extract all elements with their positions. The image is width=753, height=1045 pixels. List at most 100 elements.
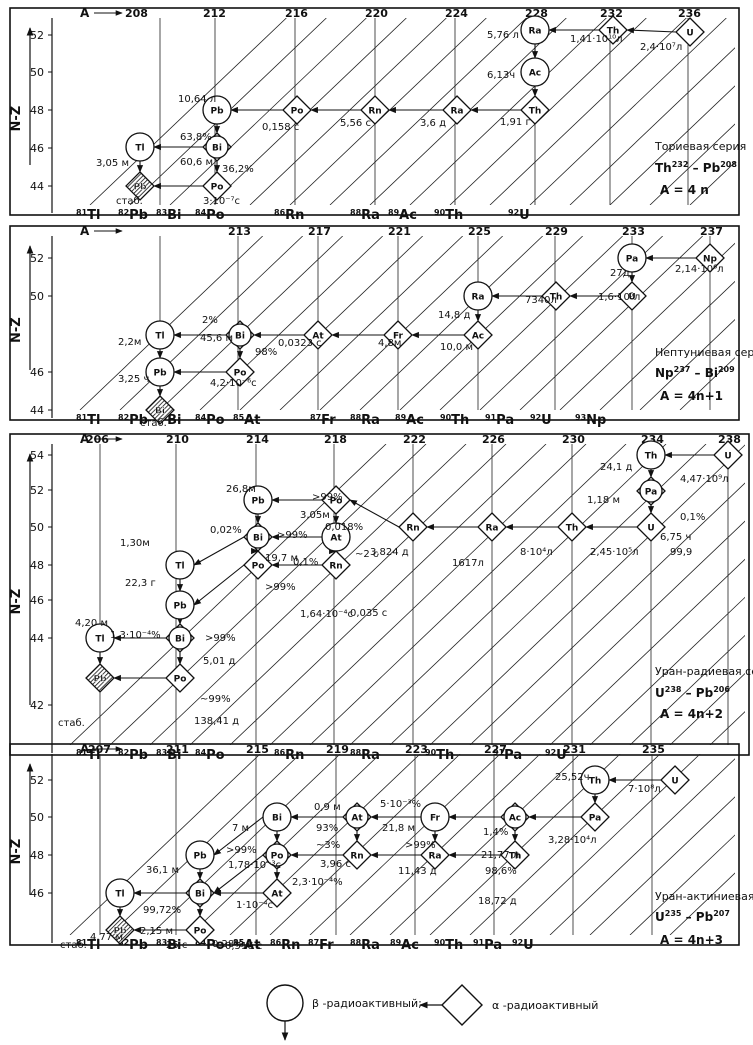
decay-label: 0,1%: [293, 557, 318, 568]
nz-tick-label: 44: [30, 180, 44, 193]
decay-label: 21,8 м: [382, 823, 415, 834]
nuclide-po-alpha: Po: [243, 550, 273, 580]
element-diagonal: [439, 236, 623, 410]
decay-label: 6,13ч: [487, 70, 515, 81]
decay-label: 25,52ч: [555, 772, 590, 783]
legend: β -радиоактивный;α -радиоактивный: [266, 984, 598, 1041]
a-tick-label: 214: [246, 433, 269, 446]
element-diagonal: [149, 754, 341, 935]
a-tick-label: 220: [365, 7, 388, 20]
decay-label: 3·10⁻⁷с: [203, 196, 240, 207]
nuclide-rn-alpha: Rn: [398, 512, 428, 542]
element-label: 86Rn: [274, 208, 304, 223]
decay-label: 0,9 м: [314, 802, 341, 813]
nuclide-symbol: Po: [330, 497, 343, 507]
decay-label: 10,0 м: [440, 342, 473, 353]
nuclide-pb-stable: Pb: [105, 915, 135, 945]
nuclide-th-alpha: Th: [500, 840, 530, 870]
element-diagonal: [639, 318, 735, 410]
element-diagonal: [509, 520, 745, 745]
nuclide-po-alpha: Po: [185, 915, 215, 945]
nuclide-pb-beta: Pb: [202, 95, 232, 125]
element-diagonal: [399, 236, 583, 410]
element-diagonal: [69, 754, 261, 935]
nuclide-symbol: Bi: [155, 407, 165, 417]
decay-label: стаб.: [60, 940, 87, 951]
nuclide-symbol: At: [271, 890, 283, 900]
decay-label: 7340л: [525, 295, 557, 306]
nuclide-ra-alpha: Ra: [420, 840, 450, 870]
decay-label: 0,018%: [325, 522, 363, 533]
nuclide-po-alpha: Po: [165, 663, 195, 693]
element-diagonal: [689, 161, 735, 205]
element-label: 81Tl: [76, 413, 100, 428]
nuclide-bi-beta: Bi: [262, 802, 292, 832]
nuclide-symbol: Po: [211, 183, 224, 193]
nz-tick-label: 48: [30, 559, 44, 572]
nuclide-bi-both: Bi: [165, 623, 195, 653]
decay-label: 3,96 с: [320, 859, 351, 870]
decay-label: 3,05м: [300, 510, 330, 521]
nuclide-symbol: Rn: [350, 852, 363, 862]
element-label: 90Th: [434, 208, 463, 223]
nuclide-tl-beta: Tl: [145, 320, 175, 350]
a-tick-label: 219: [326, 743, 349, 756]
element-diagonal: [149, 444, 467, 745]
decay-label: 0,158 с: [262, 122, 299, 133]
decay-label: 1,4%: [483, 827, 508, 838]
decay-label: 99,72%: [143, 905, 181, 916]
nuclide-u-alpha: U: [660, 765, 690, 795]
element-label: 88Ra: [350, 938, 380, 953]
legend-beta-circle: [266, 984, 304, 1022]
nuclide-symbol: Pb: [251, 497, 265, 507]
element-diagonal: [709, 711, 745, 745]
a-tick-label: 226: [482, 433, 505, 446]
nuclide-symbol: Rn: [368, 107, 381, 117]
decay-label: 3,28·10⁴л: [548, 835, 597, 846]
nuclide-symbol: U: [724, 452, 731, 462]
a-tick-label: 227: [484, 743, 507, 756]
nuclide-pa-alpha: Pa: [580, 802, 610, 832]
decay-label: 10,64 л: [178, 94, 216, 105]
nuclide-u-alpha: U: [675, 17, 705, 47]
a-tick-label: 233: [622, 225, 645, 238]
decay-label: 1,78·10⁻³с: [228, 860, 281, 871]
decay-label: 7·10⁸л: [628, 784, 661, 795]
nuclide-symbol: Th: [529, 107, 542, 117]
element-label: 90Th: [434, 938, 463, 953]
element-diagonal: [189, 444, 507, 745]
decay-label: 138,41 д: [194, 716, 239, 727]
nuclide-symbol: U: [647, 524, 654, 534]
decay-label: 3,824 д: [370, 547, 409, 558]
nuclide-symbol: At: [351, 814, 363, 824]
element-diagonal: [569, 47, 735, 205]
element-label: 89Ac: [395, 413, 424, 428]
nz-tick-label: 48: [30, 104, 44, 117]
element-diagonal: [669, 673, 745, 745]
decay-label: 0,02%: [210, 525, 242, 536]
a-tick-label: 236: [678, 7, 701, 20]
decay-label: 5,56 с: [340, 118, 371, 129]
nuclide-symbol: Bi: [272, 814, 282, 824]
nz-tick-label: 46: [30, 142, 44, 155]
nuclide-pa-both: Pa: [636, 476, 666, 506]
element-diagonal: [549, 758, 735, 935]
element-diagonal: [159, 236, 343, 410]
nz-tick-label: 52: [30, 774, 44, 787]
nuclide-symbol: Pa: [626, 255, 638, 265]
element-diagonal: [309, 754, 501, 935]
decay-label: 93%: [316, 823, 338, 834]
element-label: 82Pb: [118, 208, 148, 223]
element-diagonal: [269, 444, 587, 745]
element-diagonal: [529, 18, 727, 205]
nuclide-po-alpha: Po: [321, 485, 351, 515]
nuclide-pb-stable: Pb: [85, 663, 115, 693]
nuclide-symbol: Ra: [428, 852, 441, 862]
nz-tick-label: 52: [30, 29, 44, 42]
decay-label: 4,47·10⁹л: [680, 474, 729, 485]
nuclide-tl-beta: Tl: [165, 550, 195, 580]
nuclide-bi-both: Bi: [185, 878, 215, 908]
a-tick-label: 221: [388, 225, 411, 238]
decay-label: 3,25 ч: [118, 374, 149, 385]
